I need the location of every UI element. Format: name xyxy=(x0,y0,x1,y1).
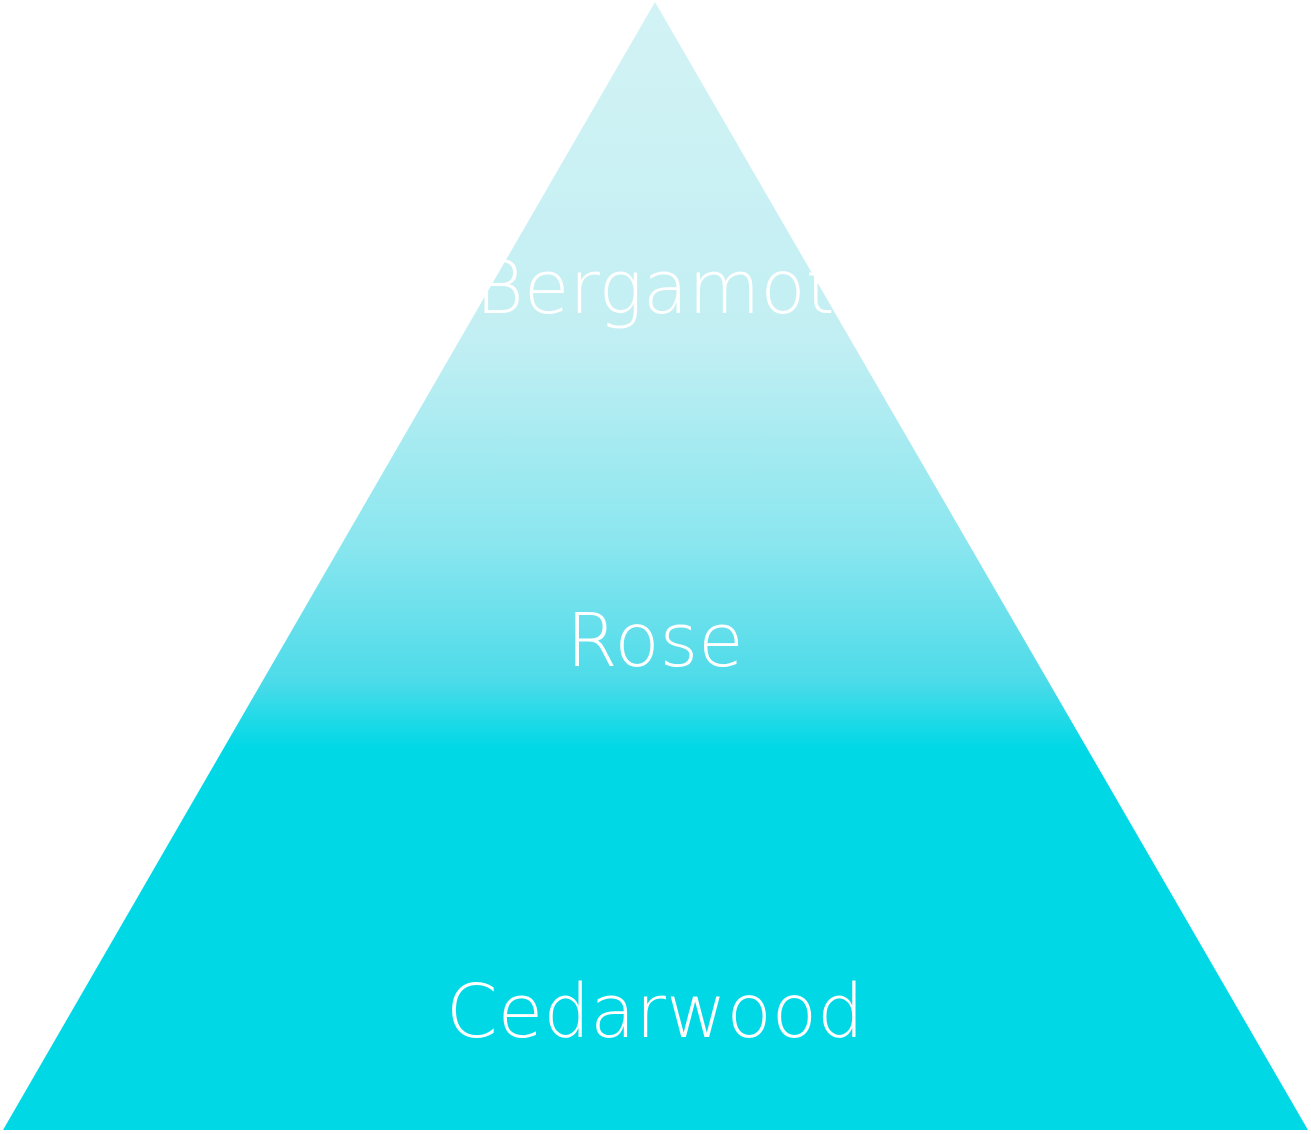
pyramid-triangle xyxy=(3,2,1308,1130)
tier-label-base: Cedarwood xyxy=(446,969,864,1055)
tier-label-top: Bergamot xyxy=(475,245,834,331)
tier-label-middle: Rose xyxy=(566,598,743,684)
